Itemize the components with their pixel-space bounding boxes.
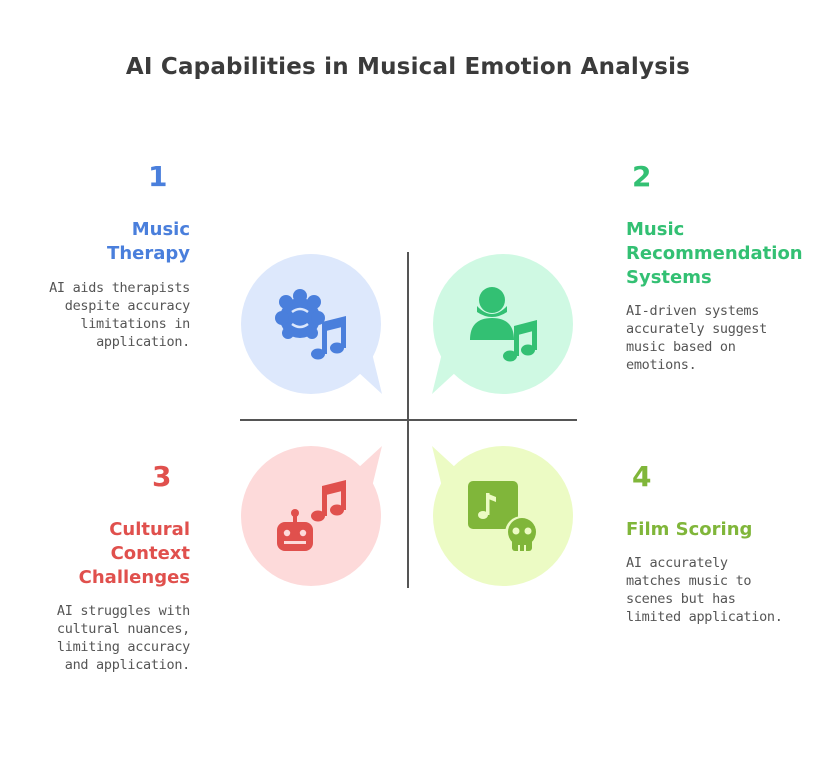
horizontal-axis [240,419,577,421]
quadrant-3-number: 3 [152,460,172,493]
quadrant-1-heading: Music Therapy [107,219,190,264]
quadrant-2-number: 2 [632,160,652,193]
quadrant-4-number: 4 [632,460,652,493]
quadrant-2-heading: Music Recommendation Systems [626,219,803,288]
robot-music-icon [277,480,346,551]
quadrant-3-description: AI struggles with cultural nuances, limi… [56,603,190,673]
quadrant-4-heading: Film Scoring [626,519,753,540]
quadrant-2-description: AI-driven systems accurately suggest mus… [626,303,767,373]
music-file-skull-icon [468,481,539,551]
person-music-icon [470,287,537,362]
quadrant-1-number: 1 [148,160,168,193]
page-title: AI Capabilities in Musical Emotion Analy… [125,54,691,80]
brain-music-icon [275,289,346,360]
quadrant-3-heading: Cultural Context Challenges [78,519,190,588]
quadrant-1-description: AI aids therapists despite accuracy limi… [49,280,190,350]
quadrant-4-description: AI accurately matches music to scenes bu… [626,555,783,625]
